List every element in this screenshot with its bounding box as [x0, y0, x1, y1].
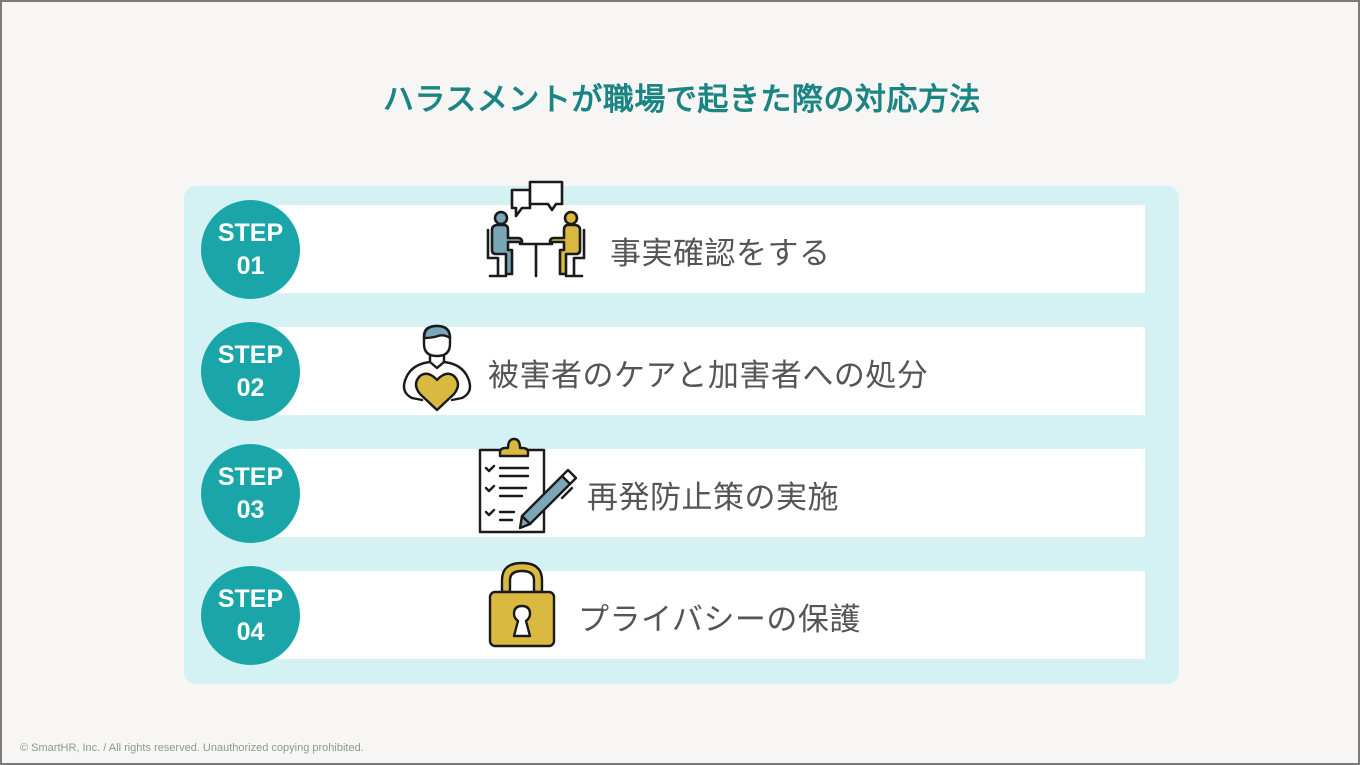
step-row-1	[264, 205, 1145, 293]
step-badge-1: STEP 01	[201, 200, 300, 299]
step-badge-3: STEP 03	[201, 444, 300, 543]
person-holding-heart-icon	[398, 324, 476, 420]
step-badge-number: 03	[236, 495, 265, 524]
step-row-3	[264, 449, 1145, 537]
padlock-icon	[488, 560, 556, 652]
step-badge-4: STEP 04	[201, 566, 300, 665]
step-badge-label: STEP	[217, 340, 284, 369]
step-badge-number: 02	[236, 373, 265, 402]
copyright-footer: © SmartHR, Inc. / All rights reserved. U…	[20, 742, 364, 754]
step-label-2: 被害者のケアと加害者への処分	[488, 358, 929, 394]
step-label-1: 事実確認をする	[610, 236, 831, 272]
step-badge-label: STEP	[217, 218, 284, 247]
step-label-3: 再発防止策の実施	[587, 480, 839, 516]
step-label-4: プライバシーの保護	[578, 602, 861, 638]
step-badge-2: STEP 02	[201, 322, 300, 421]
step-row-4	[264, 571, 1145, 659]
clipboard-checklist-pen-icon	[478, 436, 578, 538]
slide-title: ハラスメントが職場で起きた際の対応方法	[383, 82, 981, 118]
step-badge-label: STEP	[217, 462, 284, 491]
step-badge-number: 04	[236, 617, 265, 646]
step-badge-label: STEP	[217, 584, 284, 613]
meeting-conversation-icon	[486, 178, 586, 284]
step-badge-number: 01	[236, 251, 265, 280]
